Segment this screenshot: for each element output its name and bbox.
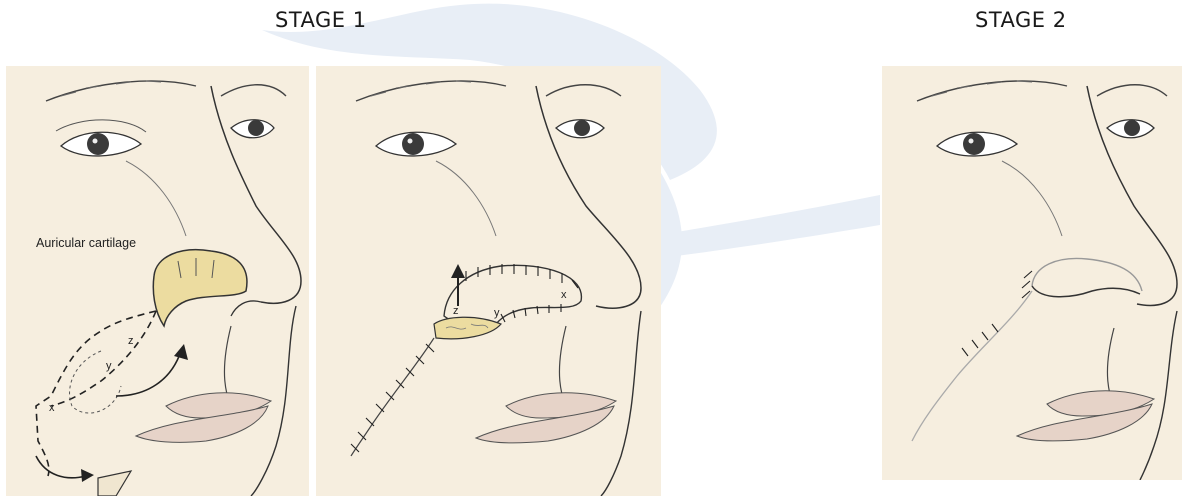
face-illustration-2: z y x (316, 66, 661, 496)
face-illustration-3 (882, 66, 1182, 480)
stage-1-flap-inset-panel: z y x (316, 66, 661, 496)
stage-2-label: STAGE 2 (975, 8, 1067, 32)
point-label-y: y (106, 360, 112, 372)
point-label-z: z (453, 305, 459, 317)
stage-1-label: STAGE 1 (275, 8, 367, 32)
stage-1-donor-panel: y z x Auricular cartilage (6, 66, 309, 496)
point-label-x: x (561, 289, 567, 301)
point-label-x: x (49, 402, 55, 414)
face-illustration-1: y z x (6, 66, 309, 496)
point-label-y: y (494, 307, 500, 319)
stage-2-result-panel (882, 66, 1182, 480)
auricular-cartilage-label: Auricular cartilage (36, 236, 136, 250)
point-label-z: z (128, 335, 134, 347)
